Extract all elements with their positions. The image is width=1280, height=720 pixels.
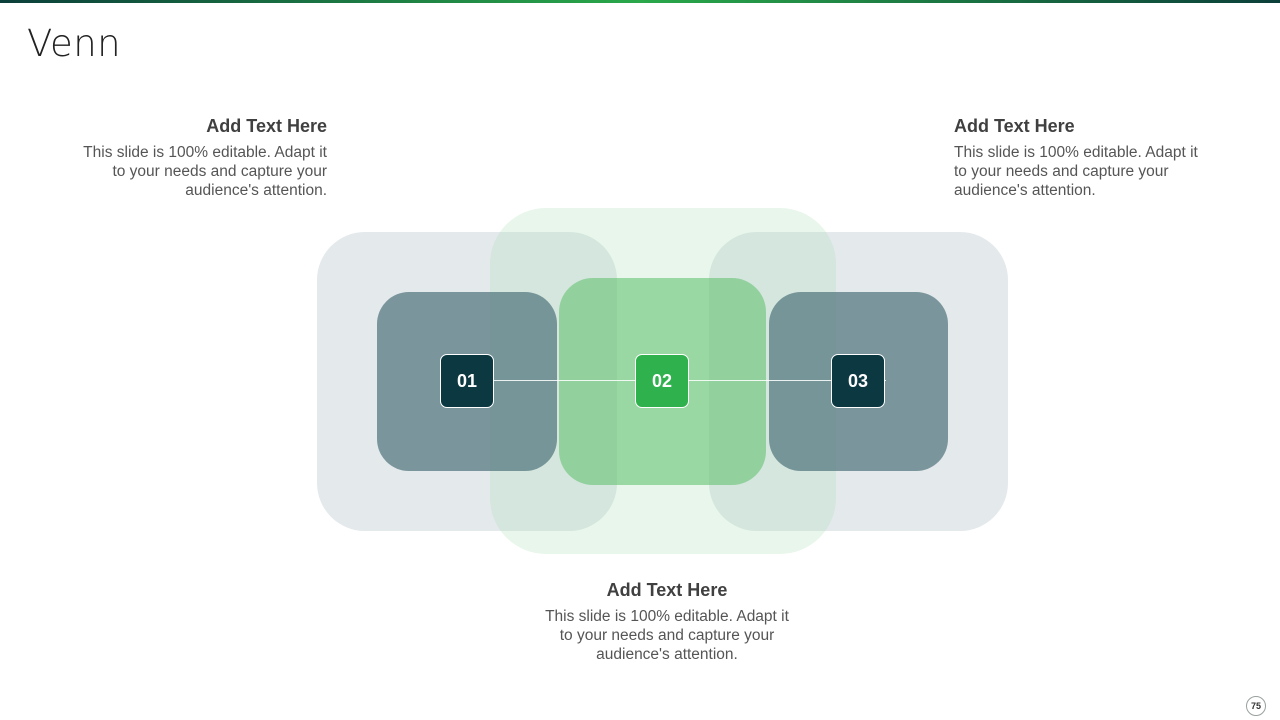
text-block-right-heading: Add Text Here bbox=[954, 116, 1075, 136]
text-block-bottom-heading: Add Text Here bbox=[606, 580, 728, 600]
text-block-right: Add Text Here This slide is 100% editabl… bbox=[954, 116, 1214, 200]
text-block-bottom-body: This slide is 100% editable. Adapt it to… bbox=[545, 608, 789, 663]
page-number-badge: 75 bbox=[1246, 696, 1266, 716]
venn-badge-01: 01 bbox=[440, 354, 494, 408]
slide-title: Venn bbox=[27, 22, 122, 65]
text-block-left-body: This slide is 100% editable. Adapt it to… bbox=[83, 144, 327, 199]
venn-badge-02: 02 bbox=[635, 354, 689, 408]
venn-badge-03: 03 bbox=[831, 354, 885, 408]
text-block-left: Add Text Here This slide is 100% editabl… bbox=[67, 116, 327, 200]
text-block-bottom: Add Text Here This slide is 100% editabl… bbox=[537, 580, 797, 664]
top-accent-bar bbox=[0, 0, 1280, 3]
text-block-right-body: This slide is 100% editable. Adapt it to… bbox=[954, 144, 1198, 199]
text-block-left-heading: Add Text Here bbox=[206, 116, 327, 136]
